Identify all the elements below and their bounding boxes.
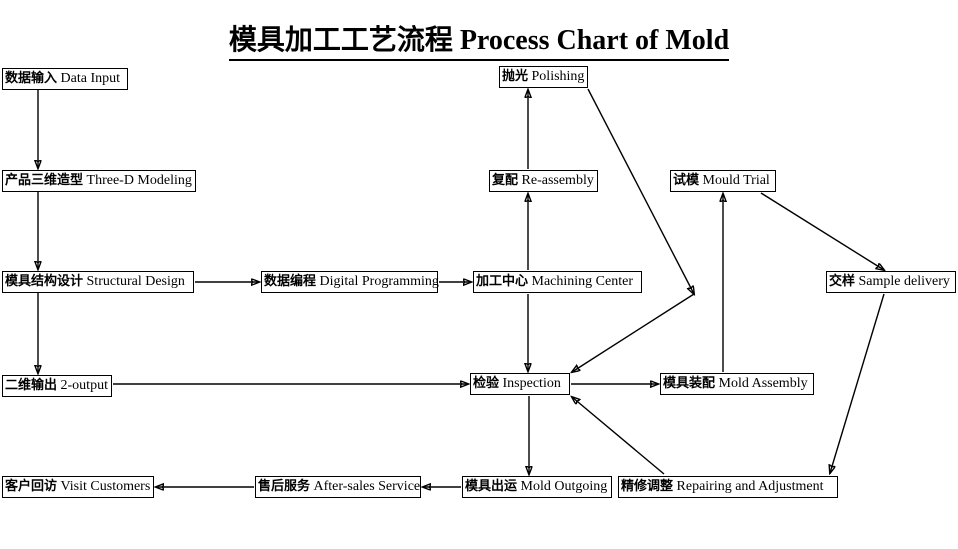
node-structural-design-en: Structural Design — [86, 274, 185, 289]
node-after-sales-service-en: After-sales Service — [313, 479, 421, 494]
page-title: 模具加工工艺流程 Process Chart of Mold — [0, 18, 958, 61]
node-after-sales-service-cn: 售后服务 — [258, 479, 311, 494]
node-mold-assembly[interactable]: 模具装配 Mold Assembly — [660, 373, 814, 395]
node-sample-delivery[interactable]: 交样 Sample delivery — [826, 271, 956, 293]
node-re-assembly[interactable]: 复配 Re-assembly — [489, 170, 598, 192]
node-sample-delivery-en: Sample delivery — [858, 274, 950, 289]
node-three-d-modeling[interactable]: 产品三维造型 Three-D Modeling — [2, 170, 196, 192]
node-two-output-en: 2-output — [60, 378, 108, 393]
node-mold-outgoing[interactable]: 模具出运 Mold Outgoing — [462, 476, 612, 498]
node-re-assembly-en: Re-assembly — [521, 173, 594, 188]
node-mold-outgoing-cn: 模具出运 — [465, 479, 518, 494]
node-repairing-and-adjustment[interactable]: 精修调整 Repairing and Adjustment — [618, 476, 838, 498]
edge-elbow-vertex-to-inspection — [572, 293, 695, 372]
node-inspection-en: Inspection — [502, 376, 561, 391]
node-data-input-en: Data Input — [60, 71, 120, 86]
node-polishing-en: Polishing — [531, 69, 585, 84]
node-mould-trial[interactable]: 试模 Mould Trial — [670, 170, 776, 192]
node-visit-customers-cn: 客户回访 — [5, 479, 58, 494]
node-structural-design-cn: 模具结构设计 — [5, 274, 84, 289]
node-polishing-cn: 抛光 — [502, 69, 529, 84]
edge-repairing-to-inspection — [572, 397, 665, 475]
node-machining-center[interactable]: 加工中心 Machining Center — [473, 271, 642, 293]
node-inspection-cn: 检验 — [473, 376, 500, 391]
edge-mould-trial-to-sample-delivery — [760, 192, 884, 270]
node-two-output[interactable]: 二维输出 2-output — [2, 375, 112, 397]
node-three-d-modeling-cn: 产品三维造型 — [5, 173, 84, 188]
node-inspection[interactable]: 检验 Inspection — [470, 373, 570, 395]
node-repairing-and-adjustment-cn: 精修调整 — [621, 479, 674, 494]
node-after-sales-service[interactable]: 售后服务 After-sales Service — [255, 476, 421, 498]
node-digital-programming-cn: 数据编程 — [264, 274, 317, 289]
page-title-text: 模具加工工艺流程 Process Chart of Mold — [228, 18, 730, 61]
edge-sample-delivery-to-repairing — [830, 293, 885, 473]
node-polishing[interactable]: 抛光 Polishing — [499, 66, 588, 88]
node-mould-trial-en: Mould Trial — [702, 173, 770, 188]
node-digital-programming-en: Digital Programming — [319, 274, 439, 289]
node-data-input-cn: 数据输入 — [5, 71, 58, 86]
node-repairing-and-adjustment-en: Repairing and Adjustment — [676, 479, 824, 494]
node-mold-assembly-cn: 模具装配 — [663, 376, 716, 391]
node-mold-outgoing-en: Mold Outgoing — [520, 479, 608, 494]
node-re-assembly-cn: 复配 — [492, 173, 519, 188]
node-machining-center-cn: 加工中心 — [476, 274, 529, 289]
node-data-input[interactable]: 数据输入 Data Input — [2, 68, 128, 90]
node-two-output-cn: 二维输出 — [5, 378, 58, 393]
edge-polishing-to-elbow-vertex — [587, 88, 694, 294]
node-digital-programming[interactable]: 数据编程 Digital Programming — [261, 271, 439, 293]
node-structural-design[interactable]: 模具结构设计 Structural Design — [2, 271, 194, 293]
node-three-d-modeling-en: Three-D Modeling — [86, 173, 192, 188]
node-visit-customers-en: Visit Customers — [60, 479, 151, 494]
node-visit-customers[interactable]: 客户回访 Visit Customers — [2, 476, 154, 498]
node-sample-delivery-cn: 交样 — [829, 274, 856, 289]
node-mold-assembly-en: Mold Assembly — [718, 376, 808, 391]
node-machining-center-en: Machining Center — [531, 274, 633, 289]
node-mould-trial-cn: 试模 — [673, 173, 700, 188]
